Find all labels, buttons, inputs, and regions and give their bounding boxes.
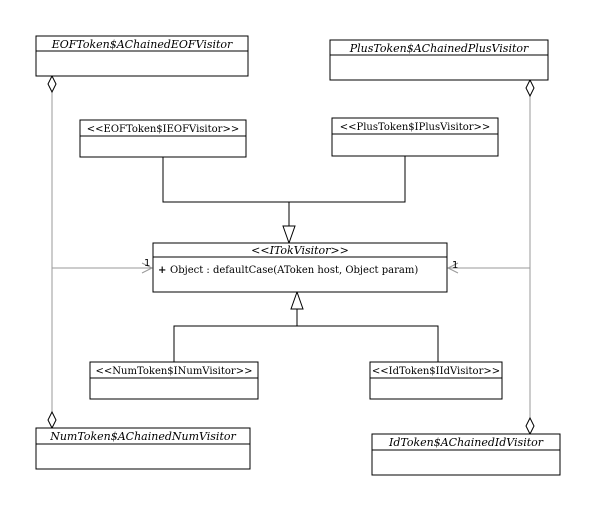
method-default-case: Object : defaultCase(AToken host, Object… [170, 265, 418, 276]
class-id-chained-visitor[interactable]: IdToken$AChainedIdVisitor [371, 433, 561, 476]
interface-eof-title: <<EOFToken$IEOFVisitor>> [87, 124, 239, 135]
class-plus-chained-visitor[interactable]: PlusToken$AChainedPlusVisitor [329, 39, 549, 81]
interface-plus-visitor[interactable]: <<PlusToken$IPlusVisitor>> [331, 117, 499, 157]
class-id-chained-title: IdToken$AChainedIdVisitor [388, 436, 544, 449]
interface-id-visitor[interactable]: <<IdToken$IIdVisitor>> [369, 361, 503, 400]
aggregation-diamond-eof [47, 74, 57, 94]
multiplicity-left: 1 [144, 258, 150, 269]
inheritance-triangle-top [282, 225, 296, 245]
class-plus-chained-title: PlusToken$AChainedPlusVisitor [349, 42, 529, 55]
multiplicity-right: 1 [452, 260, 458, 271]
interface-itok-title: <<ITokVisitor>> [251, 244, 349, 257]
class-eof-chained-title: EOFToken$AChainedEOFVisitor [51, 38, 233, 51]
class-num-chained-title: NumToken$AChainedNumVisitor [49, 430, 236, 443]
aggregation-diamond-plus [525, 78, 535, 98]
method-visibility: + [158, 265, 166, 276]
interface-itok-visitor[interactable]: <<ITokVisitor>> + Object : defaultCase(A… [152, 242, 448, 293]
interface-id-title: <<IdToken$IIdVisitor>> [372, 366, 500, 377]
interface-eof-visitor[interactable]: <<EOFToken$IEOFVisitor>> [79, 119, 247, 158]
aggregation-lines [51, 92, 531, 418]
interface-plus-title: <<PlusToken$IPlusVisitor>> [340, 122, 491, 133]
aggregation-diamond-num [47, 410, 57, 430]
interface-num-visitor[interactable]: <<NumToken$INumVisitor>> [89, 361, 259, 400]
inheritance-triangle-bottom [290, 290, 304, 310]
class-num-chained-visitor[interactable]: NumToken$AChainedNumVisitor [35, 427, 251, 470]
aggregation-diamond-id [525, 416, 535, 436]
interface-num-title: <<NumToken$INumVisitor>> [96, 366, 253, 377]
class-eof-chained-visitor[interactable]: EOFToken$AChainedEOFVisitor [35, 35, 249, 77]
generalization-lines [162, 156, 439, 362]
